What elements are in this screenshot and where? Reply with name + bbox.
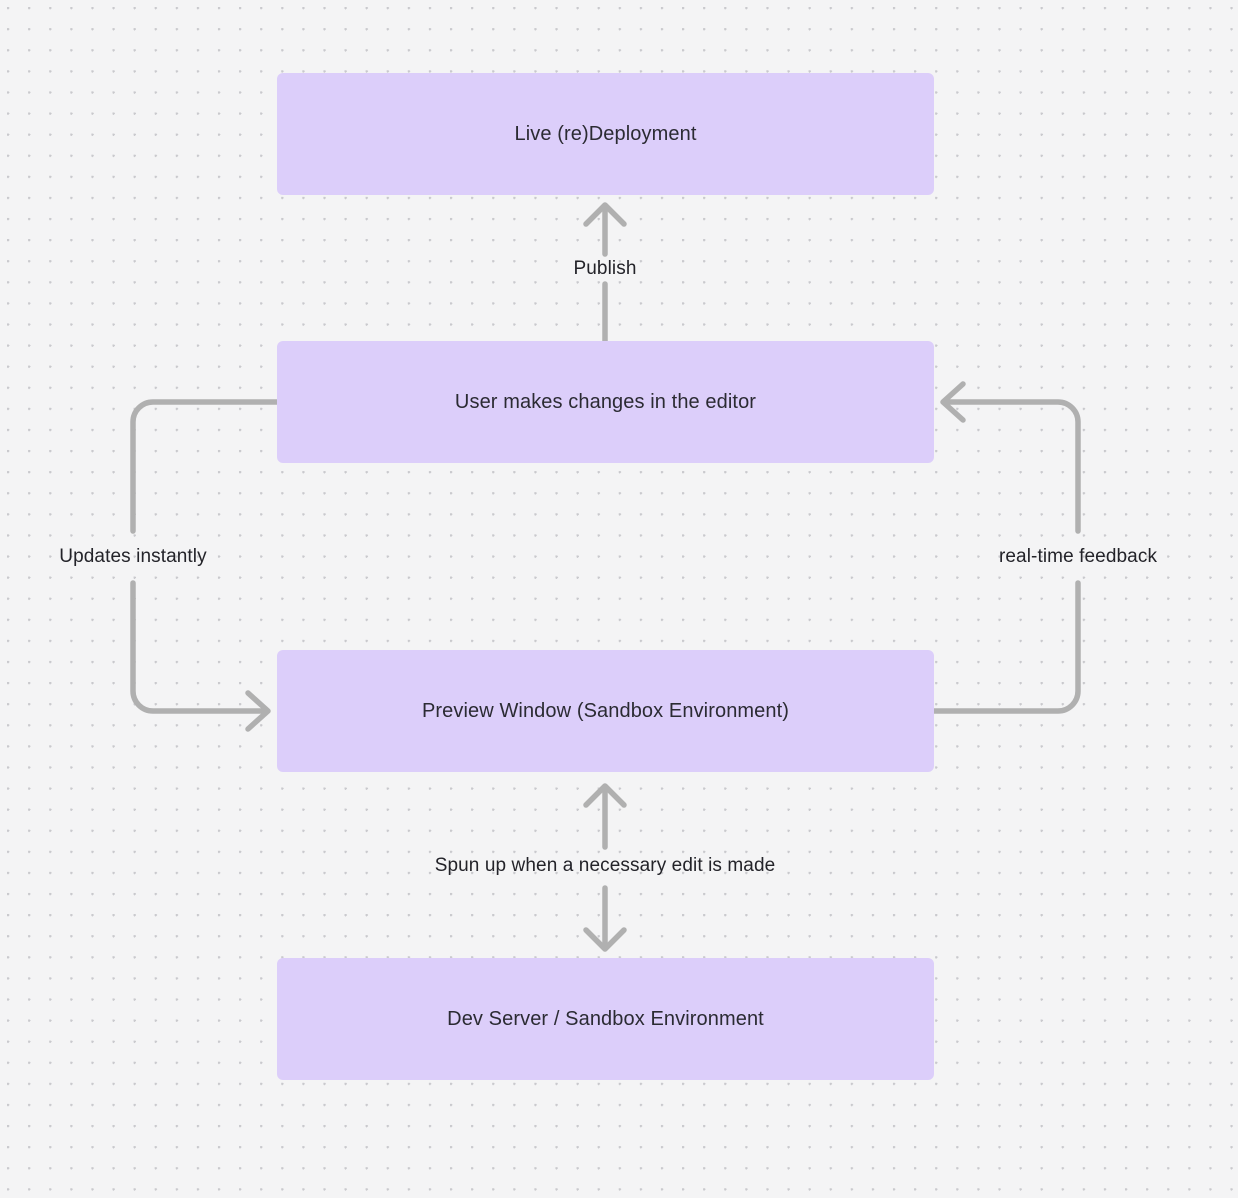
node-user-edits-label: User makes changes in the editor: [454, 391, 757, 413]
node-preview-window-label: Preview Window (Sandbox Environment): [421, 700, 790, 722]
arrowhead-left-feedback: [940, 381, 966, 423]
edge-label-updates-instantly: Updates instantly: [59, 546, 207, 567]
node-dev-server-label: Dev Server / Sandbox Environment: [447, 1008, 764, 1030]
node-live-deployment[interactable]: Live (re)Deployment: [277, 73, 934, 195]
node-user-edits[interactable]: User makes changes in the editor: [277, 341, 934, 463]
arrowhead-right-updates: [245, 690, 271, 732]
edge-label-spun-up: Spun up when a necessary edit is made: [434, 855, 776, 876]
node-dev-server[interactable]: Dev Server / Sandbox Environment: [277, 958, 934, 1080]
arrowhead-down-spun: [583, 927, 627, 952]
node-preview-window[interactable]: Preview Window (Sandbox Environment): [277, 650, 934, 772]
arrowhead-up-publish: [583, 202, 627, 227]
edge-label-publish: Publish: [573, 258, 637, 279]
edge-label-real-time-feedback: real-time feedback: [998, 546, 1158, 567]
arrowhead-up-spun: [583, 783, 627, 808]
node-live-deployment-label: Live (re)Deployment: [514, 123, 697, 145]
